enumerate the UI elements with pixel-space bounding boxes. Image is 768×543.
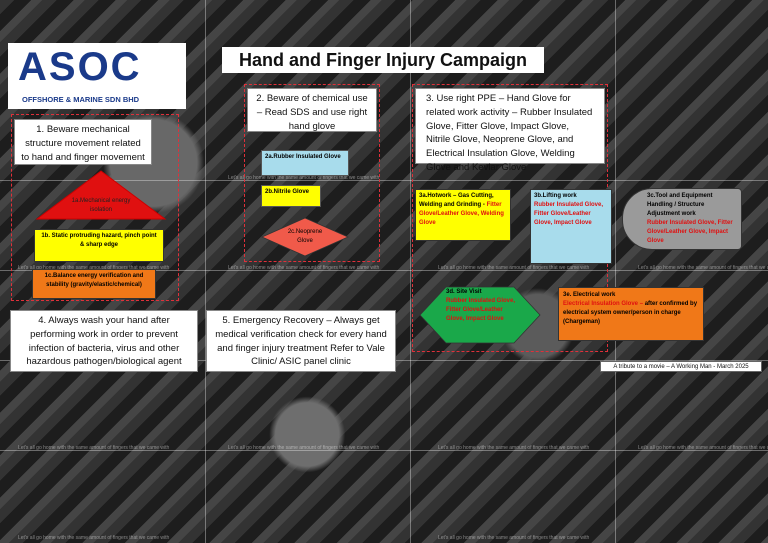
section-2-header: 2. Beware of chemical use – Read SDS and… bbox=[247, 88, 377, 132]
section-3e-red-text: Electrical Insulation Glove – bbox=[563, 301, 644, 307]
section-3a-box: 3a.Hotwork – Gas Cutting, Welding and Gr… bbox=[415, 189, 511, 241]
section-1c-label: 1c.Balance energy verification and stabi… bbox=[32, 269, 156, 299]
grid-line bbox=[410, 0, 411, 543]
watermark: Let's all go home with the same amount o… bbox=[638, 445, 768, 451]
section-3a-title: 3a.Hotwork – Gas Cutting, Welding and Gr… bbox=[419, 193, 494, 208]
section-1-frame bbox=[11, 114, 179, 301]
section-1-header: 1. Beware mechanical structure movement … bbox=[14, 119, 152, 165]
section-3b-title: 3b.Lifting work bbox=[534, 193, 577, 199]
watermark: Let's all go home with the same amount o… bbox=[438, 535, 590, 541]
page-title: Hand and Finger Injury Campaign bbox=[222, 47, 544, 73]
diamond-2c bbox=[261, 217, 349, 257]
grid-line bbox=[0, 180, 768, 181]
section-3e-box: 3e. Electrical work Electrical Insulatio… bbox=[558, 287, 704, 341]
triangle-1a bbox=[35, 170, 167, 220]
section-1b-label: 1b. Static protruding hazard, pinch poin… bbox=[34, 229, 164, 262]
tribute-caption: A tribute to a movie – A Working Man - M… bbox=[600, 361, 762, 372]
grid-line bbox=[205, 0, 206, 543]
watermark: Let's all go home with the same amount o… bbox=[438, 265, 590, 271]
section-4-box: 4. Always wash your hand after performin… bbox=[10, 310, 198, 372]
watermark: Let's all go home with the same amount o… bbox=[228, 445, 380, 451]
section-3c-title: 3c.Tool and Equipment Handling / Structu… bbox=[647, 193, 713, 217]
section-2-frame bbox=[244, 84, 380, 262]
section-5-box: 5. Emergency Recovery – Always get medic… bbox=[206, 310, 396, 372]
watermark: Let's all go home with the same amount o… bbox=[228, 175, 380, 181]
section-1a-label: 1a.Mechanical energy isolation bbox=[71, 198, 131, 213]
section-2a-label: 2a.Rubber Insulated Glove bbox=[261, 150, 349, 176]
section-3a-gloves: Fitter Glove/Leather Glove, Welding Glov… bbox=[419, 202, 504, 226]
section-2b-label: 2b.Nitrile Glove bbox=[261, 185, 321, 207]
company-logo: ASOC OFFSHORE & MARINE SDN BHD bbox=[8, 43, 186, 109]
logo-subtitle: OFFSHORE & MARINE SDN BHD bbox=[22, 95, 140, 104]
watermark: Let's all go home with the same amount o… bbox=[18, 265, 170, 271]
section-3c-box: 3c.Tool and Equipment Handling / Structu… bbox=[622, 188, 742, 250]
section-3b-box: 3b.Lifting work Rubber Insulated Glove, … bbox=[530, 189, 612, 264]
watermark: Let's all go home with the same amount o… bbox=[638, 265, 768, 271]
section-2c-label: 2c.Neoprene Glove bbox=[287, 229, 323, 244]
watermark: Let's all go home with the same amount o… bbox=[18, 445, 170, 451]
watermark: Let's all go home with the same amount o… bbox=[18, 535, 170, 541]
section-3d-gloves: Rubber Insulated Glove, Fitter Glove/Lea… bbox=[446, 298, 516, 322]
grid-line bbox=[0, 270, 768, 271]
section-3-header: 3. Use right PPE – Hand Glove for relate… bbox=[415, 88, 605, 173]
grid-line bbox=[615, 0, 616, 543]
section-3e-title: 3e. Electrical work bbox=[563, 292, 616, 298]
section-3d-box: 3d. Site Visit Rubber Insulated Glove, F… bbox=[446, 288, 516, 324]
watermark: Let's all go home with the same amount o… bbox=[438, 445, 590, 451]
section-3d-title: 3d. Site Visit bbox=[446, 289, 482, 295]
section-3e-text: after confirmed by electrical system own… bbox=[563, 301, 698, 325]
logo-text: ASOC bbox=[18, 45, 142, 89]
hexagon-3d bbox=[419, 286, 541, 344]
watermark: Let's all go home with the same amount o… bbox=[228, 265, 380, 271]
grid-line bbox=[0, 450, 768, 451]
section-3c-gloves: Rubber Insulated Glove, Fitter Glove/Lea… bbox=[647, 220, 733, 244]
section-3b-gloves: Rubber Insulated Glove, Fitter Glove/Lea… bbox=[534, 202, 604, 226]
